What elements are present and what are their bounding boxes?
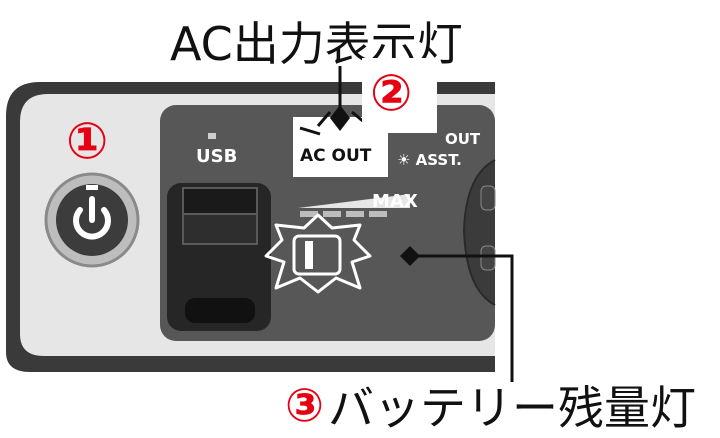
callout-2-number: ② [370, 64, 413, 122]
max-label: MAX [372, 191, 418, 212]
power-icon [73, 207, 111, 240]
sun-icon: ☀ [397, 151, 416, 169]
ac-out-label: AC OUT [300, 146, 372, 166]
usb-label: USB [196, 146, 238, 167]
usb-port-cover[interactable] [167, 183, 271, 331]
battery-level-wedge [298, 194, 410, 208]
out-label: OUT [445, 130, 481, 148]
battery-level-indicator [264, 213, 372, 294]
callout-3-number: ③ [285, 378, 324, 432]
assist-label: ☀ ASST. [397, 151, 462, 169]
battery-level-label: ③ バッテリー残量灯 [285, 372, 696, 438]
callout-3-marker [400, 246, 420, 266]
callout-1-number: ① [66, 112, 109, 170]
power-button[interactable] [44, 172, 140, 268]
callout-2-marker [330, 105, 350, 131]
usb-indicator-light [208, 133, 216, 139]
battery-level-text: バッテリー残量灯 [327, 381, 696, 435]
